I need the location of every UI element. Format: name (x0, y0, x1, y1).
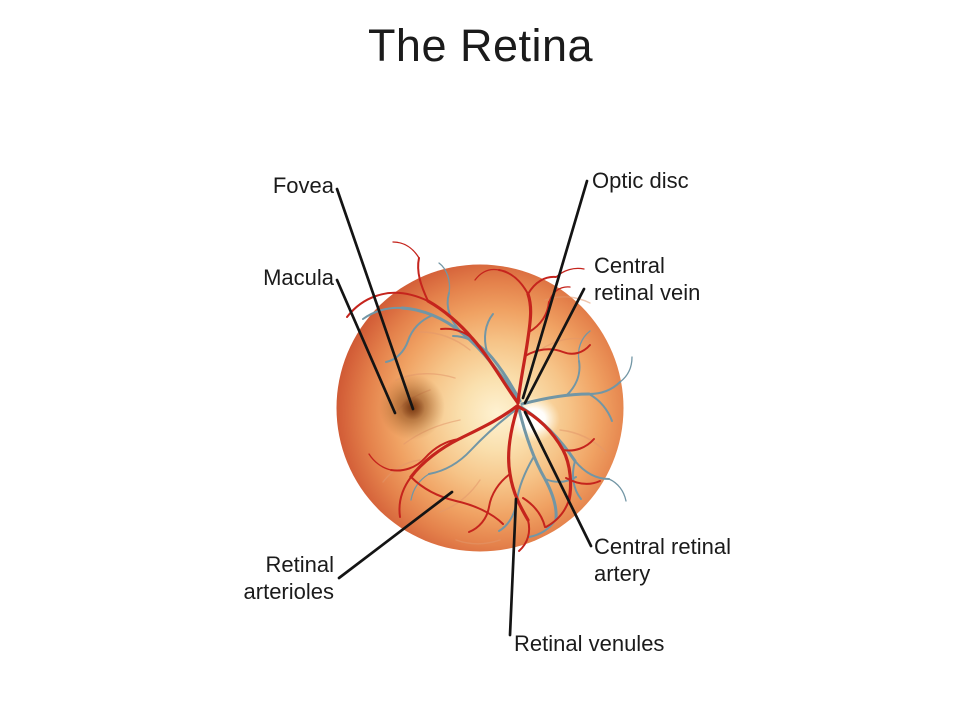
leader-line-central-retinal-vein (523, 287, 586, 405)
label-central-retinal-artery: Central retinal artery (594, 534, 731, 586)
leader-line-macula (335, 278, 397, 415)
label-optic-disc: Optic disc (592, 168, 689, 193)
label-retinal-venules: Retinal venules (514, 631, 665, 656)
leader-line-optic-disc (521, 179, 589, 400)
label-central-retinal-vein: Central retinal vein (594, 253, 701, 305)
leader-line-retinal-venules (508, 497, 518, 637)
leader-lines (335, 179, 593, 637)
leader-line-fovea (335, 187, 415, 411)
label-retinal-arterioles: Retinal arterioles (243, 552, 334, 604)
label-fovea: Fovea (272, 173, 334, 198)
leader-line-retinal-arterioles (337, 490, 454, 580)
retinal-arteries (346, 241, 601, 552)
label-macula: Macula (263, 265, 334, 290)
page-title: The Retina (367, 20, 594, 71)
leader-line-central-retinal-artery (523, 410, 593, 548)
